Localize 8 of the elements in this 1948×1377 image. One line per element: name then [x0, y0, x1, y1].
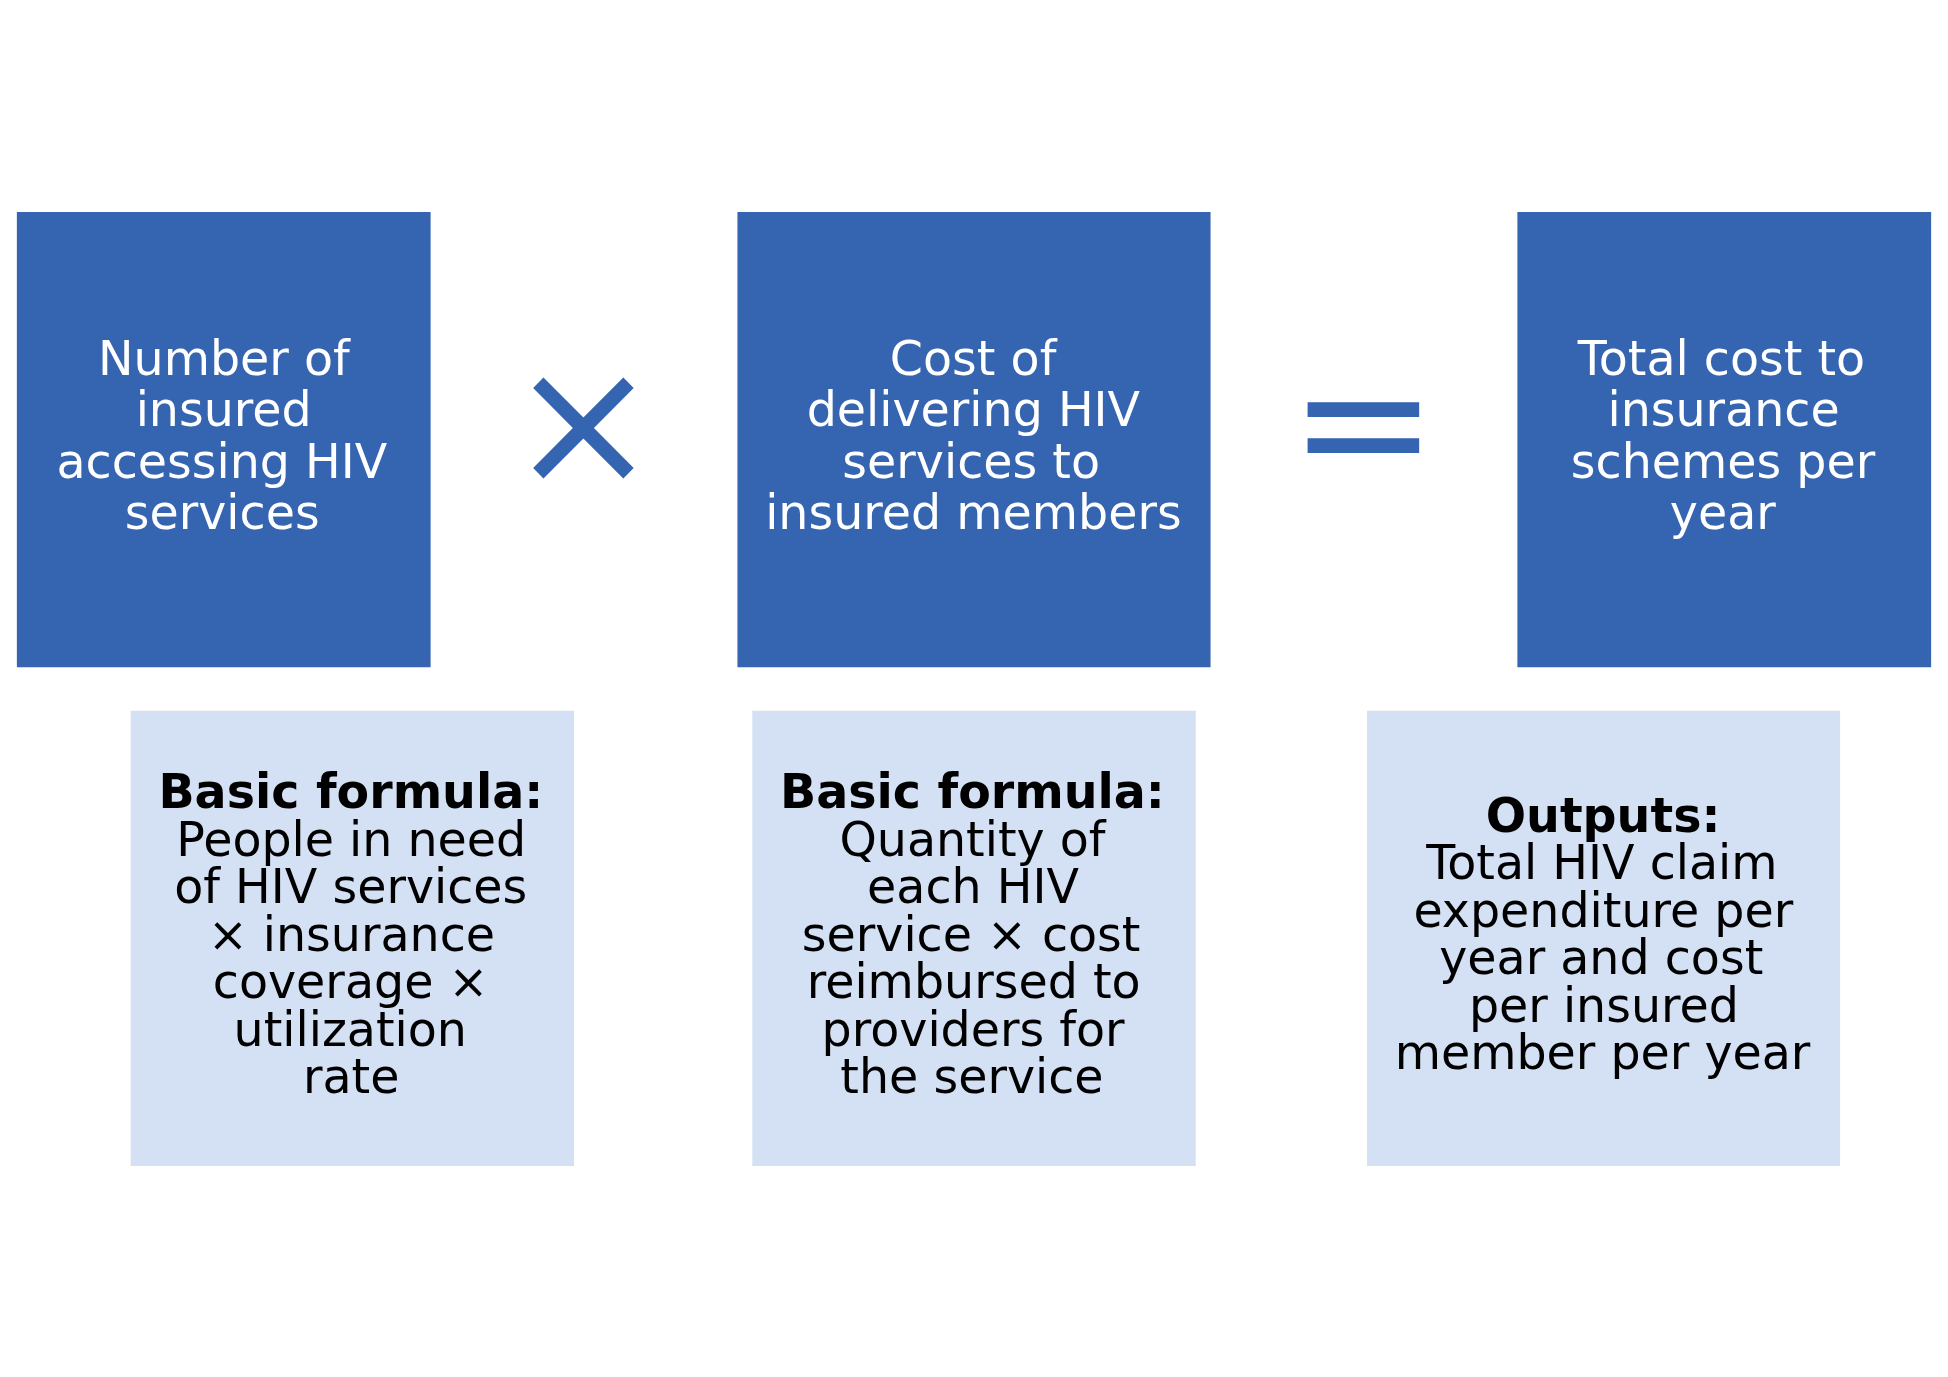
node-box: Outputs: Total HIV claim expenditure per year and cost per insured member per year: [1366, 710, 1841, 1166]
node-box: Basic formula: People in need of HIV services × insurance coverage × utilization rate: [130, 710, 575, 1166]
label: =: [1288, 318, 1439, 526]
node-box: Basic formula: Quantity of each HIV service × cost reimbursed to providers for the service: [752, 710, 1196, 1166]
node-box: Cost of delivering HIV services to insured members: [737, 211, 1211, 667]
node-box: Total cost to insurance schemes per year: [1517, 211, 1932, 667]
node-box: Number of insured accessing HIV services: [16, 211, 431, 667]
label: ×: [508, 318, 659, 526]
